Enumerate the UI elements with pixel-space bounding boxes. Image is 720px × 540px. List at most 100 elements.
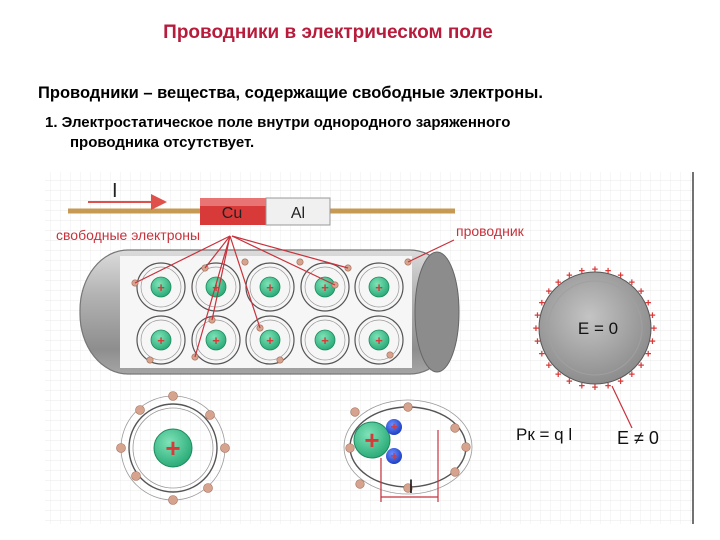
polarized-electron [403,402,413,412]
free-electron [386,351,394,359]
lattice-ion [259,276,281,298]
orbit-electron [203,483,213,493]
lattice-orbit [136,262,186,312]
lattice-ion [368,276,390,298]
surface-charge: + [546,360,552,372]
tube-interior [120,256,412,368]
current-label: I [112,180,118,202]
negative-charge-bottom [386,448,402,464]
lattice-ion-plus: + [375,333,383,348]
charged-sphere [538,271,652,385]
polarized-electrons [345,402,471,493]
orbit-electron [205,410,215,420]
lattice-ion [368,329,390,351]
lattice-orbit-inner [140,266,182,308]
surface-charge: + [617,376,623,388]
surface-charge: + [629,277,635,289]
surface-charge: + [638,360,644,372]
lattice-ion [150,276,172,298]
charge-mark-bottom: + [390,449,397,463]
annotation-lines [134,235,455,358]
lattice-orbit [191,262,241,312]
polarized-ion-plus: + [364,425,379,455]
surface-charge: + [579,381,585,393]
orbit-electron [220,443,230,453]
lattice-orbit-inner [195,319,237,361]
surface-charge: + [605,381,611,393]
surface-charge: + [566,376,572,388]
surface-charge: + [555,369,561,381]
orbit-electron [135,405,145,415]
lattice-ion-plus: + [212,333,220,348]
surface-charge: + [638,286,644,298]
lattice-orbit [136,315,186,365]
atom-electrons [116,391,230,505]
lattice-orbit-inner [304,319,346,361]
surface-charge: + [539,297,545,309]
surface-charge: + [649,310,655,322]
polarized-electron [450,423,460,433]
lattice-ion-plus: + [321,280,329,295]
field-nonzero-label: E ≠ 0 [617,428,659,448]
lattice-orbit-inner [304,266,346,308]
lattice-ion-plus: + [266,280,274,295]
surface-charge: + [651,323,657,335]
free-electron [241,258,249,266]
free-electron [146,356,154,364]
al-segment [265,197,331,226]
polarized-electron [461,442,471,452]
lattice-ion [205,276,227,298]
polarized-electron [450,467,460,477]
lattice-orbit [191,315,241,365]
lattice-orbit-inner [358,319,400,361]
statement-text: 1. Электростатическое поле внутри одноро… [45,113,645,153]
polarized-electron [350,407,360,417]
lattice-ion-plus: + [266,333,274,348]
page-title: Проводники в электрическом поле [163,22,493,43]
definition-text: Проводники – вещества, содержащие свобод… [38,84,543,102]
orbit-electron [131,471,141,481]
lattice-ion [205,329,227,351]
lattice-ion [314,329,336,351]
tube-end [414,251,460,373]
orbit-electron [116,443,126,453]
lattice-ion [150,329,172,351]
surface-charge: + [592,264,598,276]
surface-charge: + [539,349,545,361]
distance-label: l [409,477,413,497]
surface-charge: + [617,270,623,282]
surface-charge: + [645,349,651,361]
surface-charge: + [546,286,552,298]
free-electrons-label: свободные электроны [56,227,200,243]
surface-charge: + [649,336,655,348]
surface-charge: + [534,310,540,322]
conductor-label: проводник [456,223,525,239]
lattice-orbit [300,262,350,312]
surface-charge: + [592,382,598,394]
surface-charge: + [629,369,635,381]
polarized-electron [345,443,355,453]
statement-line-1: 1. Электростатическое поле внутри одноро… [45,114,511,131]
lattice-orbit [300,315,350,365]
lattice-orbit-inner [358,266,400,308]
cu-label: Cu [222,205,242,222]
lattice-ion-plus: + [157,333,165,348]
surface-charge: + [566,270,572,282]
charge-mark-top: + [390,420,397,434]
negative-charge-top [386,419,402,435]
lattice-ion-plus: + [157,280,165,295]
surface-charges: ++++++++++++++++++++++++++++ [533,264,657,394]
ion-plus: + [165,433,180,463]
polarized-electron [403,483,413,493]
statement-line-2: проводника отсутствует. [70,134,255,151]
surface-charge: + [534,336,540,348]
sphere-ring [547,280,643,376]
orbit-electron [168,495,178,505]
lattice-orbit-inner [140,319,182,361]
field-zero-label: E = 0 [578,319,618,338]
surface-charge: + [533,323,539,335]
lattice-orbit-inner [249,319,291,361]
lattice-orbit [245,315,295,365]
lattice-ion [259,329,281,351]
